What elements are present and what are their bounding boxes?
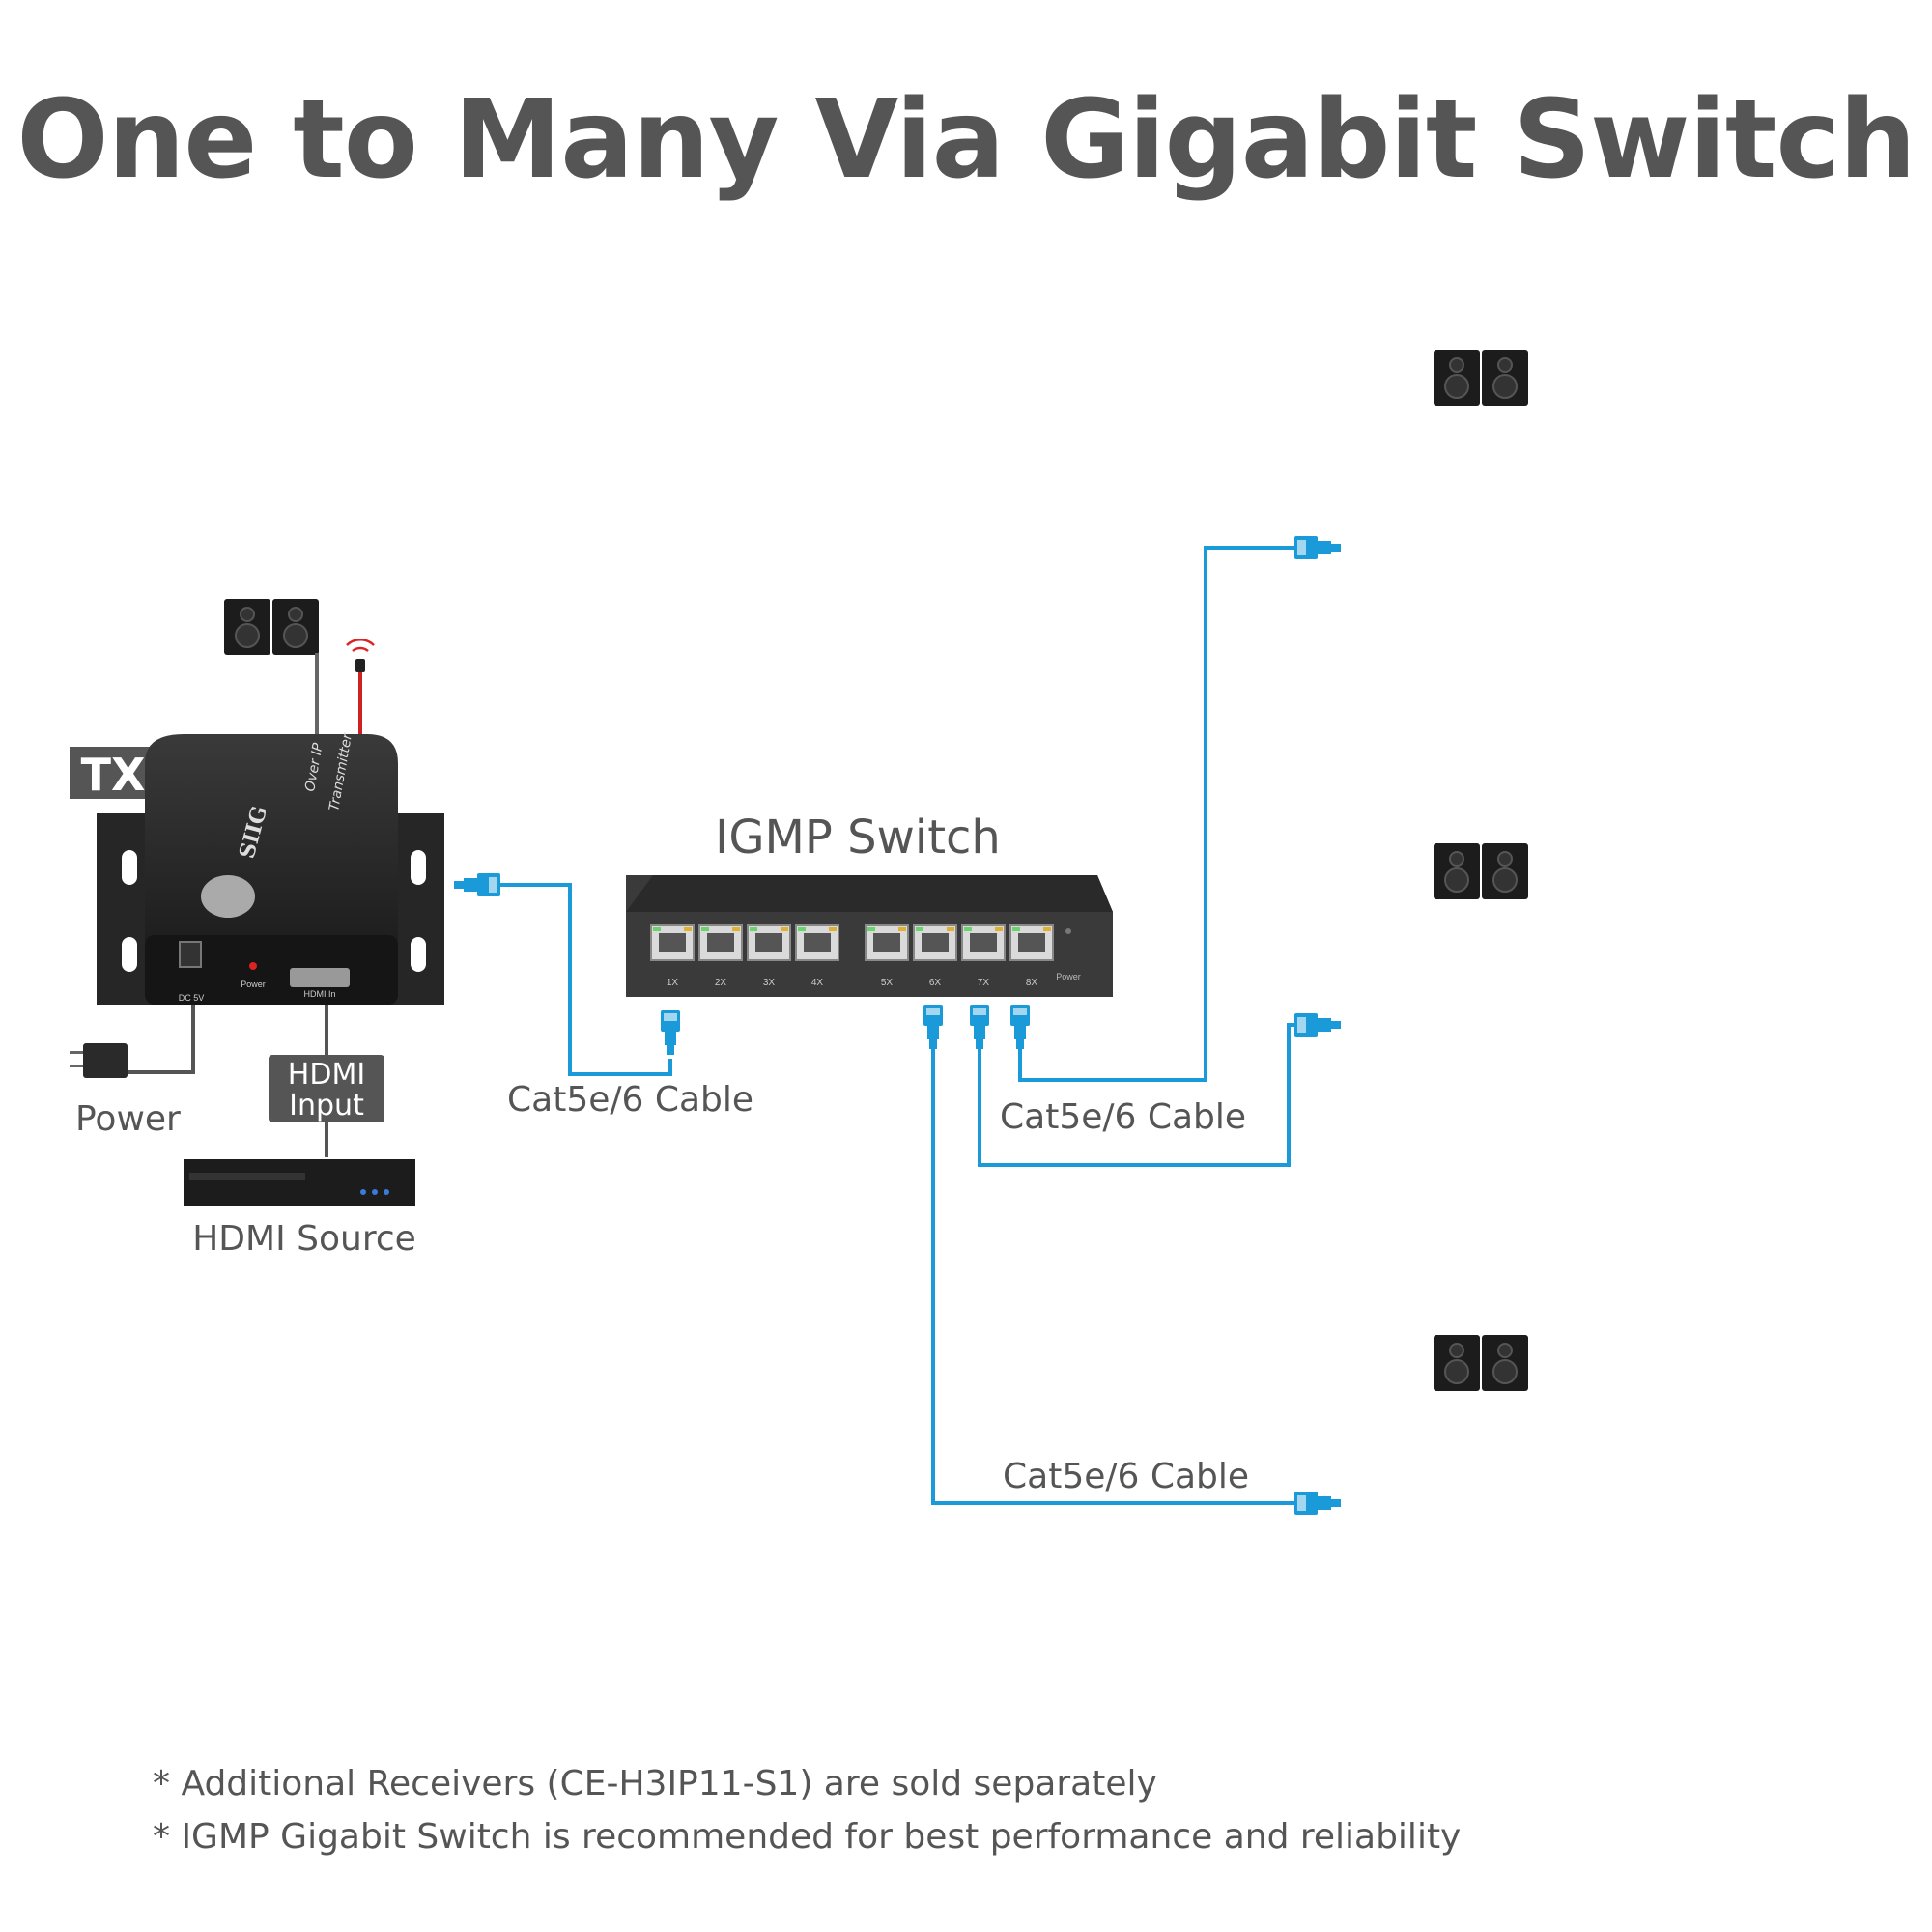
switch-port-label: 1X: [667, 978, 679, 988]
switch-port-7: 7X: [961, 924, 1006, 988]
rx-unit-3: Speaker RX SIIG Over IP Receiver DC 5V P…: [1433, 1334, 1529, 1392]
switch-port-label: 6X: [929, 978, 942, 988]
hdmi-input-box: [269, 1055, 384, 1122]
switch-plug-8: [1010, 1005, 1030, 1049]
switch-port-2: 2X: [698, 924, 743, 988]
svg-text:HDMI In: HDMI In: [303, 989, 335, 999]
switch-power-label: Power: [1056, 972, 1081, 981]
switch-plug-1: [661, 1010, 680, 1055]
switch-plug-7: [970, 1005, 989, 1049]
switch-title: IGMP Switch: [715, 810, 1001, 865]
svg-text:HDMI: HDMI: [288, 1058, 365, 1092]
hdmi-source-label: HDMI Source: [192, 1219, 416, 1259]
svg-text:Input: Input: [289, 1089, 364, 1122]
rx2-lan-plug: [1294, 1013, 1341, 1037]
cable-label-tx: Cat5e/6 Cable: [507, 1080, 753, 1120]
svg-text:DC 5V: DC 5V: [179, 993, 205, 1003]
switch-port-label: 8X: [1026, 978, 1038, 988]
switch-port-5: 5X: [865, 924, 909, 988]
switch-port-4: 4X: [795, 924, 839, 988]
switch-port-label: 5X: [881, 978, 894, 988]
tx-power-adapter: [70, 1043, 128, 1078]
tx-badge: TX: [81, 749, 146, 801]
switch-port-1: 1X: [650, 924, 695, 988]
switch-port-label: 4X: [811, 978, 824, 988]
tx-badge-bg: [70, 747, 156, 799]
footnote-1: * Additional Receivers (CE-H3IP11-S1) ar…: [153, 1764, 1157, 1804]
rx3-lan-plug: [1294, 1492, 1341, 1515]
cables: [500, 546, 1294, 1505]
cable-label-rx3: Cat5e/6 Cable: [1003, 1457, 1249, 1496]
switch-plug-6: [923, 1005, 943, 1049]
switch-port-label: 7X: [978, 978, 990, 988]
switch-port-3: 3X: [747, 924, 791, 988]
hdmi-source-device: [184, 1159, 415, 1206]
tx-ir-sensor: [345, 639, 376, 674]
footnote-2: * IGMP Gigabit Switch is recommended for…: [153, 1817, 1462, 1857]
rx-unit-2: Speaker RX SIIG Over IP Receiver DC 5V P…: [1433, 842, 1529, 900]
igmp-switch: 1X 2X 3X 4X 5X 6X 7X 8X Power: [626, 875, 1113, 997]
page-title: One to Many Via Gigabit Switch: [16, 77, 1916, 203]
speakers-icon: Speaker RX SIIG Over IP Receiver DC 5V P…: [1433, 842, 1529, 900]
rx1-lan-plug: [1294, 536, 1341, 559]
svg-text:Power: Power: [241, 980, 266, 989]
speakers-icon: Speaker RX SIIG Over IP Receiver DC 5V P…: [1433, 1334, 1529, 1392]
cable-label-rx1: Cat5e/6 Cable: [1000, 1097, 1246, 1137]
switch-port-6: 6X: [913, 924, 957, 988]
tx-speakers: [223, 598, 320, 656]
speakers-icon: Speaker RX SIIG Over IP Receiver DC 5V P…: [1433, 349, 1529, 407]
tx-lan-plug: [454, 873, 500, 896]
tx-power-label: Power: [75, 1099, 181, 1139]
rx-unit-1: Speaker RX SIIG Over IP Receiver DC 5V P…: [1433, 349, 1529, 407]
switch-port-label: 3X: [763, 978, 776, 988]
switch-port-8: 8X: [1009, 924, 1054, 988]
switch-port-label: 2X: [715, 978, 727, 988]
